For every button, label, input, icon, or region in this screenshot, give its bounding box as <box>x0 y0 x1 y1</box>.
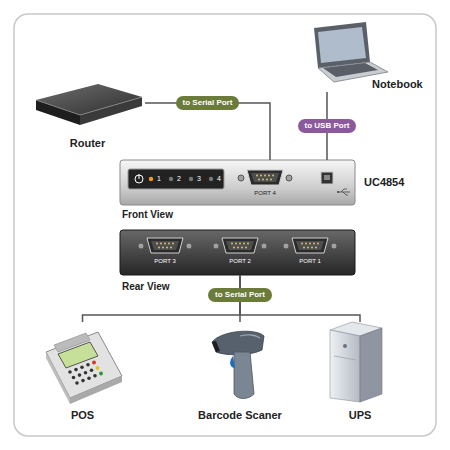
front-panel-part <box>189 177 193 181</box>
rear-panel <box>120 230 355 275</box>
pos-terminal-icon-part <box>93 374 97 378</box>
pos-terminal-icon-part <box>87 376 91 380</box>
pos-terminal-icon-part <box>96 366 100 370</box>
node-label: Notebook <box>372 78 423 91</box>
pos-terminal-icon-part <box>84 371 88 375</box>
pos-terminal-icon-part <box>72 376 76 380</box>
frame <box>14 14 436 436</box>
ups-icon-part <box>360 328 382 402</box>
front-panel <box>120 160 355 205</box>
front-panel-part <box>337 191 339 193</box>
node-label: UPS <box>349 409 372 422</box>
notebook-node: Notebook <box>300 18 428 92</box>
led-number: 3 <box>197 175 201 183</box>
pos-terminal-icon-part <box>58 342 98 368</box>
pos-terminal-icon-part <box>86 363 90 367</box>
led-number: 4 <box>217 175 221 183</box>
view-caption: Front View <box>122 209 173 221</box>
router-icon-part <box>36 100 80 125</box>
barcode-scanner-icon-part <box>212 341 220 352</box>
notebook-icon <box>314 22 388 82</box>
barcode-scanner-icon-part <box>234 352 254 399</box>
rear-panel-part <box>138 238 192 253</box>
ups-node: UPS <box>320 322 400 422</box>
led-number: 2 <box>177 175 181 183</box>
pos-terminal-icon-part <box>80 365 84 369</box>
front-panel-part <box>321 172 333 184</box>
rear-panel-part <box>120 230 355 275</box>
notebook-icon-part <box>323 63 378 77</box>
pos-node: POS <box>40 322 125 422</box>
ups-icon-part <box>343 344 347 348</box>
barcode-scanner-icon-part <box>212 331 264 355</box>
router-icon <box>36 84 142 125</box>
pos-terminal-icon-part <box>99 371 103 375</box>
pos-terminal-icon-part <box>70 376 122 404</box>
port-label: PORT 4 <box>254 190 275 197</box>
port-label: PORT 3 <box>154 258 175 265</box>
pos-terminal-icon-part <box>90 369 94 373</box>
router-icon-part <box>36 100 80 115</box>
front-panel-part <box>149 177 153 181</box>
front-panel-part <box>209 177 213 181</box>
router-node: Router <box>30 78 145 150</box>
model-name: UC4854 <box>364 176 404 189</box>
node-label: POS <box>71 409 94 422</box>
view-caption: Rear View <box>122 281 170 293</box>
front-panel-part <box>120 160 355 205</box>
rear-panel-node: PORT 3 PORT 2 PORT 1 <box>120 230 355 275</box>
rear-panel-part <box>213 238 267 253</box>
pos-terminal-icon-part <box>75 381 79 385</box>
ups-icon <box>330 322 382 402</box>
rear-panel-part <box>283 238 337 253</box>
notebook-icon-part <box>318 27 366 63</box>
edge-label: to Serial Port <box>176 96 240 110</box>
barcode-scanner-icon <box>212 331 264 398</box>
pos-terminal-icon-part <box>92 360 96 364</box>
pos-terminal-icon <box>46 332 122 404</box>
front-panel-part <box>135 175 143 183</box>
front-panel-part <box>324 175 330 180</box>
edge-label: to USB Port <box>298 119 357 133</box>
node-label: Router <box>70 137 105 150</box>
barcode-scanner-icon-part <box>240 335 260 338</box>
front-panel-part <box>238 170 292 185</box>
front-panel-part <box>139 174 140 179</box>
pos-terminal-icon-part <box>68 370 72 374</box>
front-panel-node: PORT 4 <box>120 160 355 205</box>
barcode-scanner-node: Barcode Scaner <box>190 322 290 422</box>
router-icon-part <box>80 97 142 115</box>
pos-terminal-icon-part <box>81 379 85 383</box>
cable-line <box>145 103 270 160</box>
front-panel-part <box>128 169 224 189</box>
port-label: PORT 2 <box>229 258 250 265</box>
barcode-scanner-icon-part <box>230 356 235 368</box>
port-label: PORT 1 <box>299 258 320 265</box>
front-panel-part <box>338 189 350 195</box>
router-icon-part <box>80 97 142 125</box>
pos-terminal-icon-part <box>74 368 78 372</box>
ups-icon-part <box>334 356 356 360</box>
node-label: Barcode Scaner <box>198 409 282 422</box>
ups-icon-part <box>330 330 360 402</box>
pos-terminal-icon-part <box>78 373 82 377</box>
notebook-icon-part <box>314 22 370 68</box>
pos-terminal-icon-part <box>46 332 122 398</box>
front-panel-part <box>169 177 173 181</box>
edge-label: to Serial Port <box>208 288 272 302</box>
led-number: 1 <box>157 175 161 183</box>
